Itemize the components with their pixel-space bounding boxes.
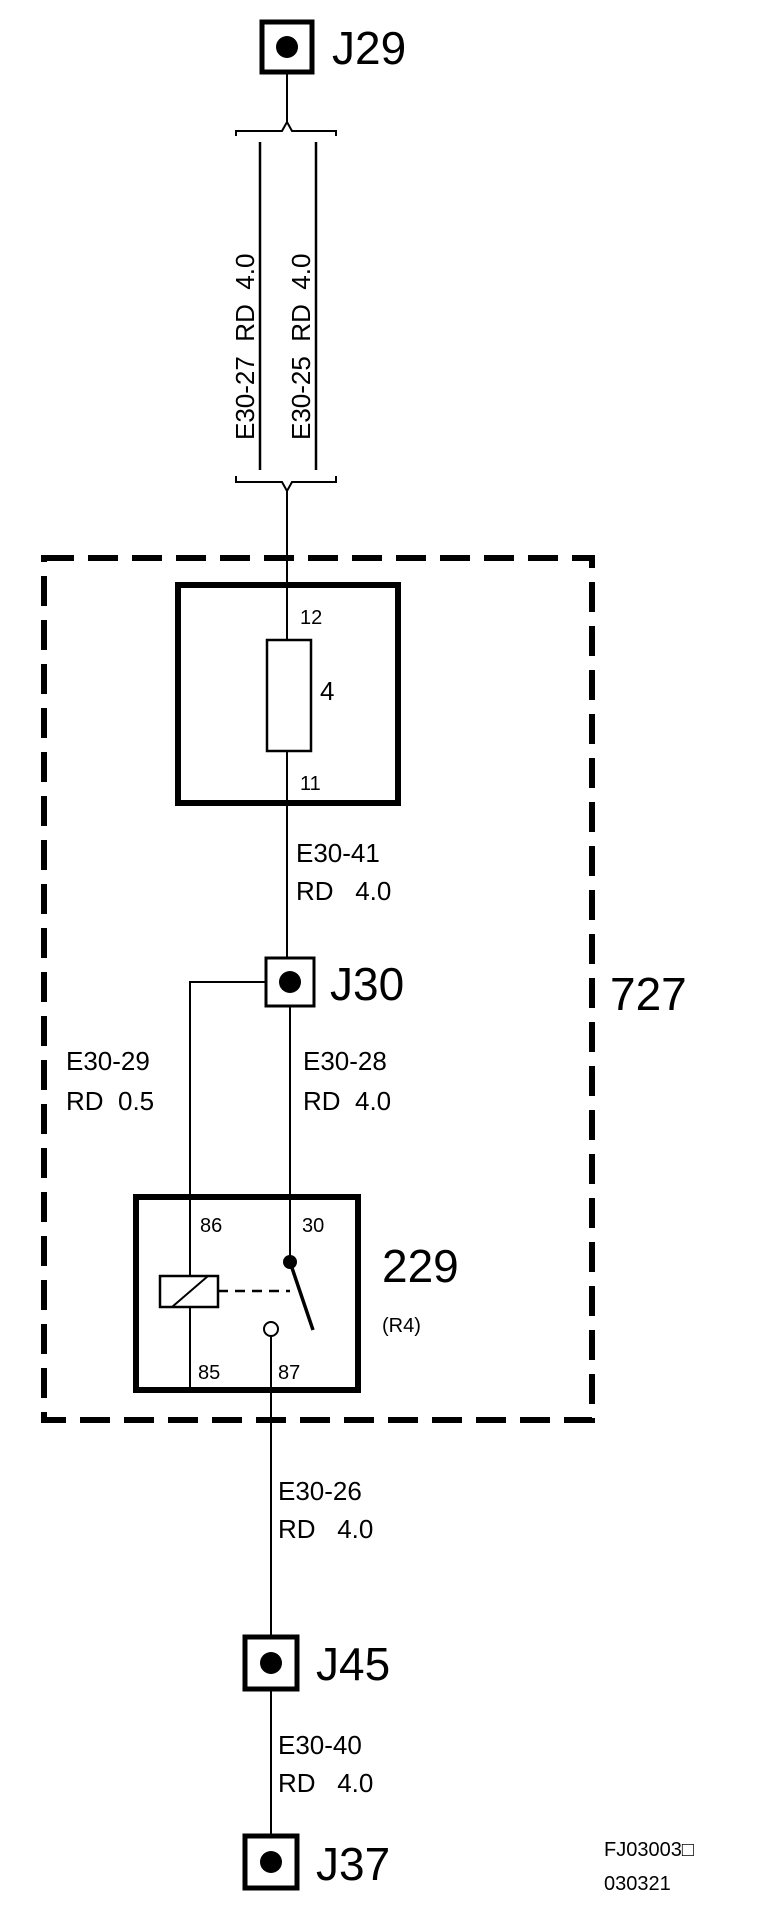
connector-j29 (259, 19, 315, 75)
relay-code: (R4) (382, 1315, 421, 1337)
fuse-number: 4 (320, 676, 334, 706)
footer-date: 030321 (604, 1873, 671, 1895)
wire-e30-40-spec: RD 4.0 (278, 1768, 373, 1798)
fuse-pin-12: 12 (300, 607, 322, 629)
connector-j37 (242, 1833, 300, 1891)
connector-j45 (242, 1634, 300, 1692)
wire-e30-26-id: E30-26 (278, 1476, 362, 1506)
fuse-element (265, 638, 313, 753)
wire-e30-28-spec: RD 4.0 (303, 1086, 391, 1116)
wire-e30-41-spec: RD 4.0 (296, 876, 391, 906)
wire-e30-28-id: E30-28 (303, 1046, 387, 1076)
connector-j30 (264, 956, 316, 1008)
wire-e30-26-spec: RD 4.0 (278, 1514, 373, 1544)
bundle-brace-bottom (235, 476, 337, 494)
relay-switch-arm (288, 1261, 315, 1331)
footer-code: FJ03003□ (604, 1839, 694, 1861)
bundle-wire-left-label: E30-27 RD 4.0 (230, 254, 260, 440)
fuse-pin-11: 11 (300, 773, 321, 795)
relay-coil-slash (171, 1275, 209, 1308)
relay-contact-87 (263, 1321, 279, 1337)
relay-pin-86: 86 (200, 1215, 222, 1237)
connector-j29-label: J29 (332, 22, 406, 74)
connector-j30-label: J30 (330, 958, 404, 1010)
wire-e30-41-id: E30-41 (296, 838, 380, 868)
wire-e30-29-id: E30-29 (66, 1046, 150, 1076)
relay-pin-85: 85 (198, 1362, 220, 1384)
module-727-label: 727 (610, 968, 687, 1020)
connector-j45-label: J45 (316, 1638, 390, 1690)
wire-e30-29-spec: RD 0.5 (66, 1086, 154, 1116)
wire-e30-40-id: E30-40 (278, 1730, 362, 1760)
wire-e30-29 (189, 981, 266, 1197)
bundle-wire-right-label: E30-25 RD 4.0 (286, 254, 316, 440)
relay-pin-87: 87 (278, 1362, 300, 1384)
connector-j37-label: J37 (316, 1838, 390, 1890)
relay-pin-30: 30 (302, 1215, 324, 1237)
relay-number: 229 (382, 1240, 459, 1292)
bundle-brace-top (235, 119, 337, 136)
relay-box (133, 1194, 361, 1393)
module-727-boundary (41, 555, 595, 1423)
